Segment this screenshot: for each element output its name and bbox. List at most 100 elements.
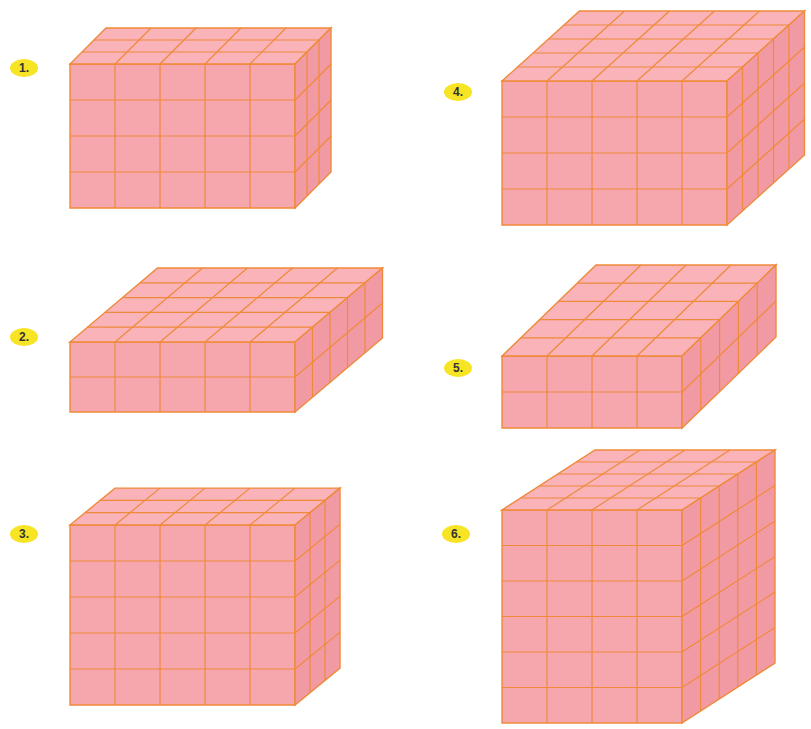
callout-number: 2. [10,328,38,346]
cube-edge [502,616,682,617]
cube-edge [547,265,641,356]
side-face [295,28,331,208]
cube-edge [159,525,160,705]
side-face [682,265,776,428]
cube-edge [160,488,205,525]
cube-edge [502,188,727,189]
cube-edge [250,488,295,525]
cube-edge [502,116,727,117]
cube-edge [502,580,682,581]
cube-edge [70,560,295,561]
top-face [70,488,340,525]
callout-number: 3. [10,525,38,543]
cube-edge [540,319,720,320]
cube-edge [518,66,743,67]
cube-edge [70,99,295,100]
cube-edge [502,545,682,546]
cube-edge [295,64,331,100]
cube-edge [727,119,805,189]
callout-number: 4. [444,83,472,101]
front-face [502,81,727,225]
cube-edge [592,265,686,356]
cube-edge [160,268,248,342]
cube-edge [592,11,670,81]
cube-edge [115,488,160,525]
cube-edge [205,268,293,342]
cube-edge [521,497,701,498]
cube-edge [682,486,775,546]
cube-edge [682,628,775,688]
cube-edge [533,52,758,53]
cube-edge [547,11,625,81]
front-face [70,525,295,705]
cube-edge [637,11,715,81]
callout-number: 6. [442,525,470,543]
cube-edge [85,512,310,513]
callout-number: 1. [10,59,38,77]
cube-edge [727,47,805,117]
front-face [70,64,295,208]
cube-edge [205,28,241,64]
cube-edge [82,51,307,52]
cube-edge [94,39,319,40]
cube-edge [502,651,682,652]
cube-edge [115,28,151,64]
front-face [502,510,682,723]
side-face [682,450,775,723]
cube-edge [70,171,295,172]
cube-edge [549,38,774,39]
side-face [727,11,805,225]
cube-edge [324,500,325,680]
cube-edge [204,525,205,705]
cube-edge [70,135,295,136]
cube-edge [502,152,727,153]
cube-edge [539,485,719,486]
front-face [502,356,682,428]
cube-edge [502,687,682,688]
cube-edge [295,100,331,136]
cube-edge [70,376,295,377]
cube-edge [295,136,331,172]
side-face [295,268,383,412]
cube-edge [70,632,295,633]
cube-edge [521,337,701,338]
cube-edge [295,524,340,561]
cube-edge [577,283,757,284]
cube-edge [105,312,330,313]
cube-edge [682,557,775,617]
cube-edge [682,521,775,581]
cube-edge [249,525,250,705]
cube-edge [123,297,348,298]
cube-edge [115,268,203,342]
cube-edge [88,327,313,328]
cube-edge [558,473,738,474]
cube-edge [547,450,640,510]
cube-edge [295,632,340,669]
cube-edge [70,668,295,669]
cube-edge [70,596,295,597]
top-face [70,28,331,64]
cube-edge [205,488,250,525]
cube-edge [114,525,115,705]
cube-edge [250,28,286,64]
cube-edge [564,24,789,25]
cube-edge [558,301,738,302]
cube-edge [727,83,805,153]
cube-edge [309,513,310,693]
cube-edge [295,560,340,597]
cube-edge [295,596,340,633]
cube-edge [160,28,196,64]
cube-edge [502,391,682,392]
side-face [295,488,340,705]
callout-number: 5. [444,359,472,377]
cube-edge [682,592,775,652]
cube-edge [682,301,776,392]
cube-edge [295,303,383,377]
cube-edge [592,450,685,510]
front-face [70,342,295,412]
cube-edge [100,500,325,501]
cube-edge [576,461,756,462]
cube-edge [140,282,365,283]
